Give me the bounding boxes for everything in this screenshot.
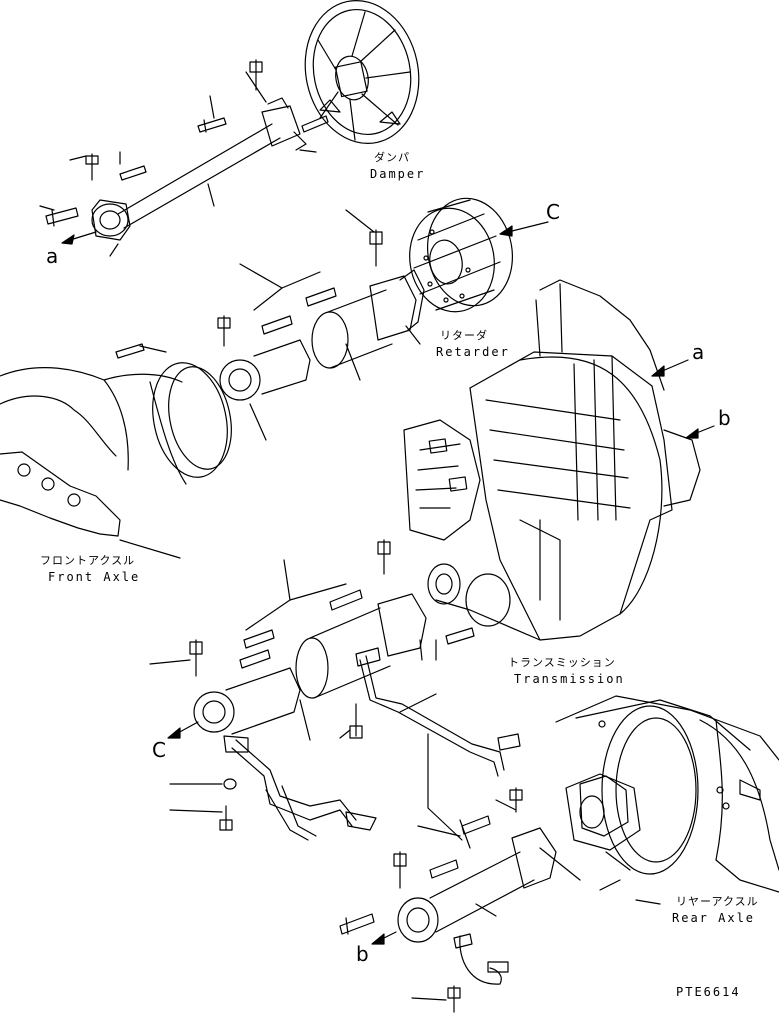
damper-disc (304, 0, 420, 144)
middle-drive-shaft (115, 209, 425, 441)
damper-label-jp: ダンパ (374, 151, 410, 164)
retarder-label-en: Retarder (436, 345, 510, 359)
ref-c-left: C (152, 738, 166, 762)
rear-axle-label-jp: リヤーアクスル (676, 895, 759, 908)
piping-and-brackets (169, 647, 521, 841)
ref-c-top: C (546, 200, 560, 224)
lower-drive-shaft (149, 539, 475, 741)
retarder-gear (409, 197, 549, 313)
drawing-code: PTE6614 (676, 985, 741, 999)
retarder-label-jp: リターダ (440, 329, 488, 342)
transmission-housing (403, 279, 715, 641)
transmission-label-jp: トランスミッション (508, 656, 616, 669)
ref-a-right: a (692, 340, 705, 364)
ref-a-upper-left: a (46, 244, 59, 268)
ref-b-bottom: b (356, 942, 369, 966)
rear-axle-label-en: Rear Axle (672, 911, 756, 925)
front-axle-label-en: Front Axle (48, 570, 141, 584)
rear-axle-housing (555, 695, 779, 905)
ref-b-right: b (718, 406, 731, 430)
damper-label-en: Damper (370, 167, 426, 181)
transmission-label-en: Transmission (514, 672, 625, 686)
rear-drive-shaft (339, 787, 631, 1013)
front-axle-label-jp: フロントアクスル (40, 554, 136, 567)
front-axle-housing (0, 362, 232, 559)
upper-drive-shaft (39, 59, 329, 257)
